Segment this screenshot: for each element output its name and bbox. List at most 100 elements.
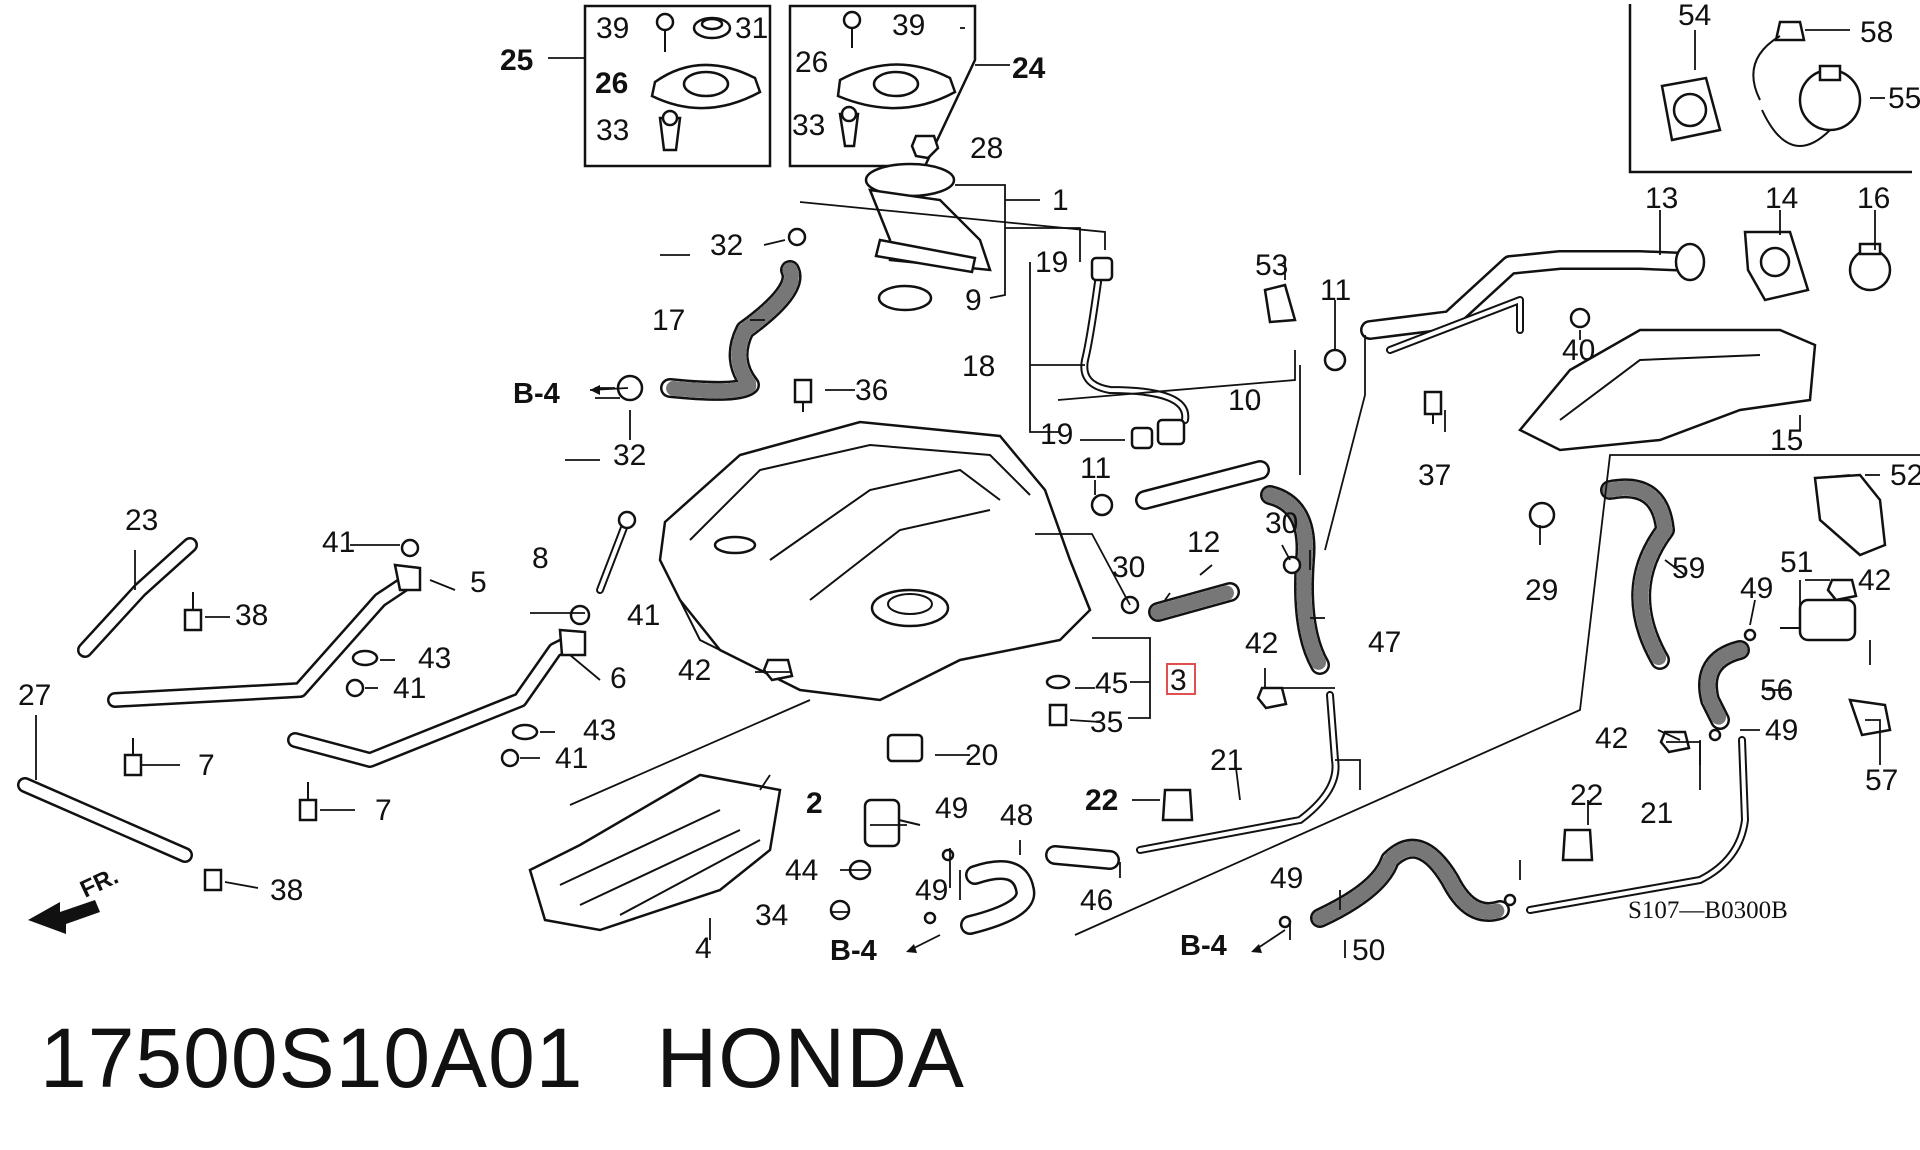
tether-part-58 (1752, 20, 1806, 101)
bracket-part-57 (1848, 698, 1892, 737)
callout-18: 18 (962, 350, 995, 383)
ref-arrow-upper (589, 385, 629, 395)
clamp-part-49a (1743, 628, 1757, 642)
washer-part-43b (511, 723, 539, 741)
callout-51: 51 (1780, 546, 1813, 579)
callout-41c: 41 (393, 672, 426, 705)
nut-part-41c (345, 678, 365, 698)
callout-17: 17 (652, 304, 685, 337)
ref-arrow-lower-left (906, 934, 941, 953)
callout-43b: 43 (583, 714, 616, 747)
callout-29: 29 (1525, 574, 1558, 607)
callout-42b: 42 (1245, 627, 1278, 660)
callout-22b: 22 (1570, 779, 1603, 812)
fuel-cap-part-55 (1761, 64, 1862, 147)
cap-part-16 (1848, 242, 1892, 292)
heat-shield-part-4 (528, 773, 782, 932)
front-arrow (28, 900, 100, 934)
valve-part-51 (1780, 598, 1857, 642)
callout-39a: 39 (596, 12, 629, 45)
callout-37: 37 (1418, 459, 1451, 492)
fuel-tank-part-3 (658, 420, 1092, 702)
callout-41a: 41 (322, 526, 355, 559)
leader-lines (35, 27, 1885, 958)
callout-19a: 19 (1035, 246, 1068, 279)
grommet-part-31 (692, 16, 732, 40)
nut-part-41d (500, 748, 520, 768)
callout-21a: 21 (1210, 744, 1243, 777)
callout-39b: 39 (892, 9, 925, 42)
clamp-part-19a (1090, 256, 1114, 282)
bolt-part-7a (123, 738, 143, 777)
clip-part-22b (1561, 828, 1594, 862)
callout-32a: 32 (710, 229, 743, 262)
pipe-part-21b (1526, 736, 1749, 914)
valve-part-2 (863, 798, 921, 848)
section-line-right (1074, 454, 1920, 936)
callout-47: 47 (1368, 626, 1401, 659)
bolt-part-36 (793, 378, 813, 412)
clamp-part-49e (1278, 915, 1292, 929)
callout-7b: 7 (375, 794, 392, 827)
clamp-part-49b (1708, 728, 1722, 742)
clamp-part-30b (1282, 555, 1302, 575)
callout-11b: 11 (1080, 452, 1111, 485)
highlight-box (1166, 663, 1196, 695)
bolt-part-38b (203, 868, 223, 892)
clamp-part-49f (1503, 893, 1517, 907)
callout-49d: 49 (915, 874, 948, 907)
callout-14: 14 (1765, 182, 1798, 215)
callout-12: 12 (1187, 526, 1220, 559)
clip-part-53 (1263, 283, 1297, 324)
callout-32b: 32 (613, 439, 646, 472)
callout-45: 45 (1095, 667, 1128, 700)
callout-53: 53 (1255, 249, 1288, 282)
callout-34: 34 (755, 899, 788, 932)
bolt-part-35 (1048, 703, 1068, 727)
screw-part-39a (655, 12, 675, 52)
canister-part-52 (1813, 473, 1887, 557)
part-number: 17500S10A01 (40, 1011, 584, 1105)
callout-33a: 33 (596, 114, 629, 147)
callout-38b: 38 (270, 874, 303, 907)
bolt-part-7b (298, 782, 318, 822)
hose-part-46 (1045, 845, 1120, 870)
callout-57: 57 (1865, 764, 1898, 797)
callout-42a: 42 (678, 654, 711, 687)
clip-part-29 (1528, 501, 1556, 529)
hose-part-47 (1260, 485, 1330, 675)
callout-54: 54 (1678, 0, 1711, 32)
callout-46: 46 (1080, 884, 1113, 917)
hose-part-59 (1600, 478, 1675, 670)
ref-arrow-lower-right (1251, 929, 1286, 953)
callout-59: 59 (1672, 552, 1705, 585)
bracket-part-20 (886, 733, 924, 763)
gasket-part-9 (877, 284, 933, 312)
callout-16: 16 (1857, 182, 1890, 215)
callout-49e: 49 (1270, 862, 1303, 895)
part-caption: 17500S10A01 HONDA (40, 1010, 965, 1107)
clamp-part-49c (941, 848, 955, 862)
bolt-part-37 (1423, 390, 1443, 424)
clip-part-33b (838, 105, 860, 148)
front-label: FR. (76, 863, 122, 904)
nut-part-28 (910, 134, 940, 160)
callout-43a: 43 (418, 642, 451, 675)
callout-9: 9 (965, 284, 982, 317)
callout-2: 2 (806, 787, 823, 820)
hose-part-18 (1080, 278, 1190, 424)
fuel-pump-part-1 (864, 162, 992, 274)
kit-box-25 (583, 4, 772, 168)
brand-name: HONDA (656, 1011, 965, 1105)
callout-27: 27 (18, 679, 51, 712)
washer-part-43a (351, 649, 379, 667)
callout-58: 58 (1860, 16, 1893, 49)
callout-5: 5 (470, 566, 487, 599)
callout-22a: 22 (1085, 784, 1118, 817)
filler-pipe-part-13 (1360, 242, 1706, 354)
callout-35: 35 (1090, 706, 1123, 739)
hose-part-56 (1698, 640, 1750, 730)
clip-part-34 (829, 899, 851, 921)
callout-40: 40 (1562, 334, 1595, 367)
seal-plate-part-26b (836, 63, 957, 110)
